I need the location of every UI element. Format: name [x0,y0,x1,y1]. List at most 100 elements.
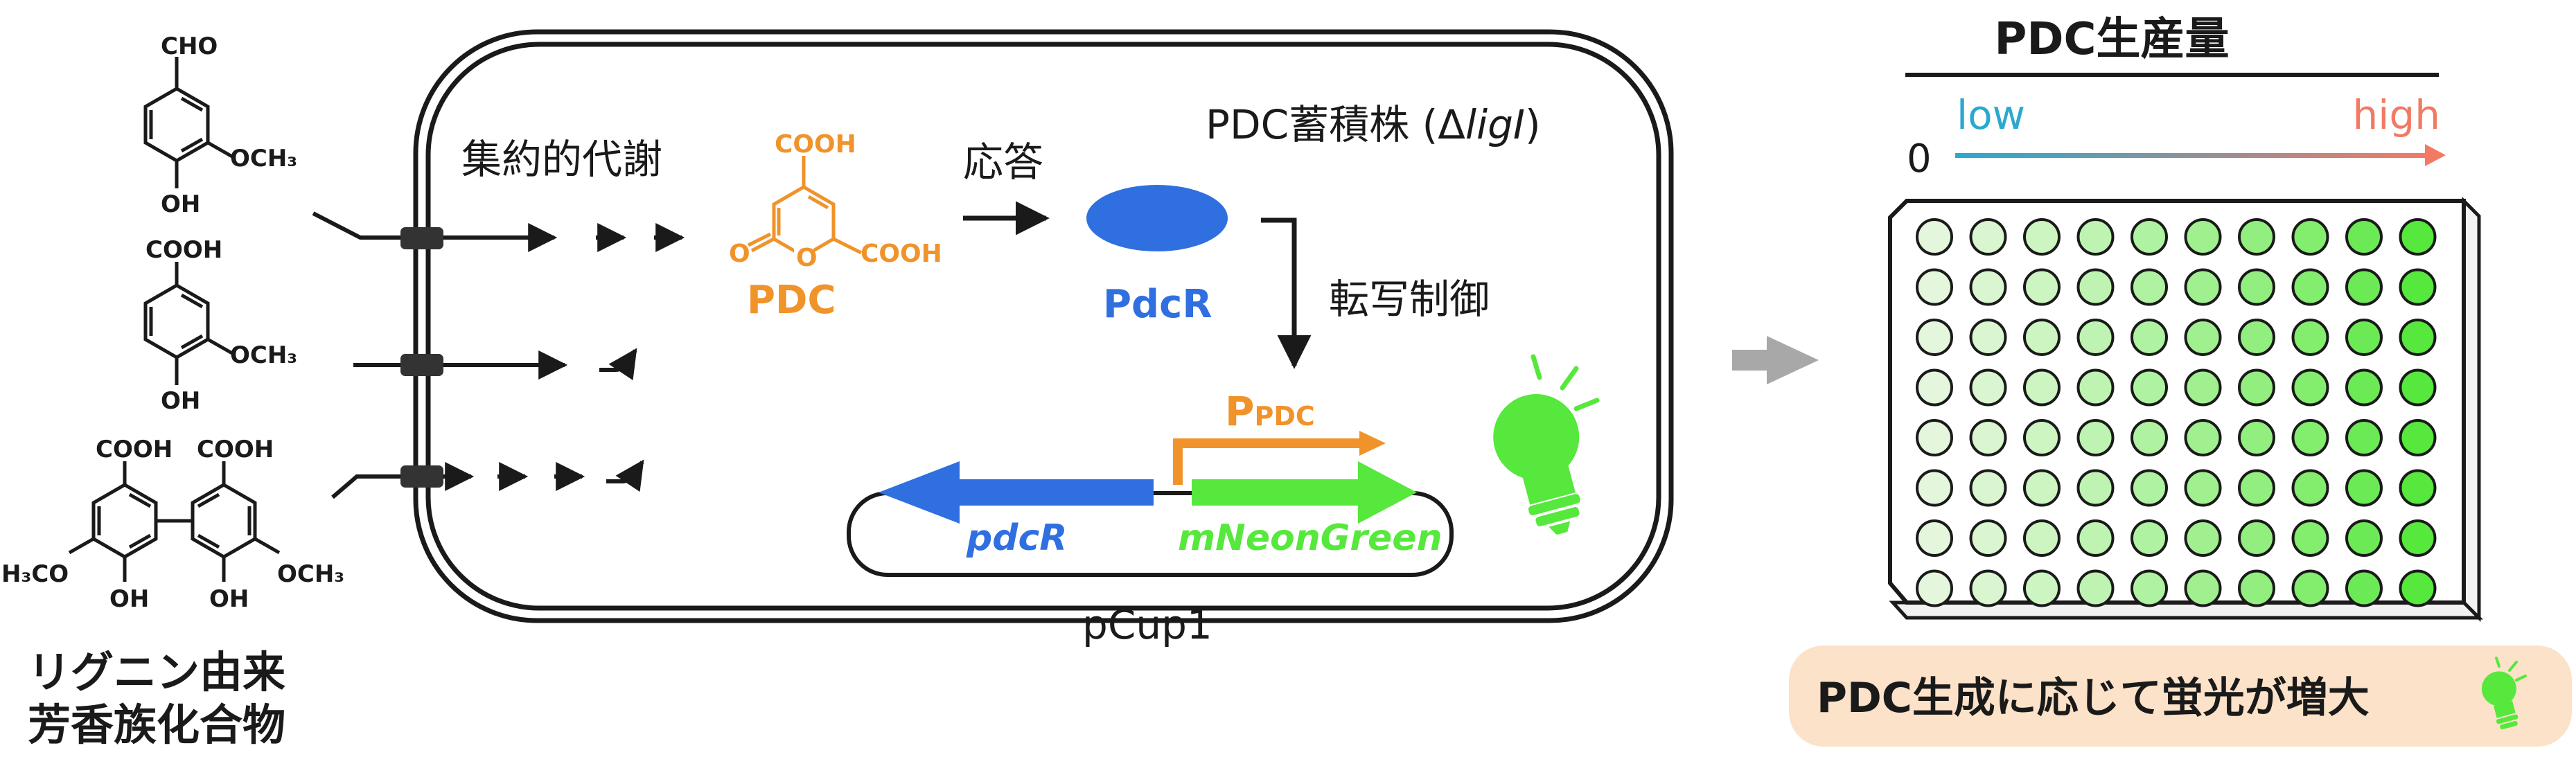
plate-well [2238,419,2275,456]
plate-well [2076,319,2115,356]
transporter-3 [400,465,443,488]
plate-well [1969,218,2007,256]
plate-well [1969,319,2007,356]
plate-well [1916,218,1953,256]
plate-well [2184,569,2222,607]
plate-well [2345,319,2383,356]
bulb-glow-rays [1530,354,1600,411]
plate-well [2023,368,2061,407]
plasmid-label: pCup1 [1082,601,1212,648]
plate-well [1916,519,1953,557]
dimer-h3co-label: H₃CO [1,560,69,588]
transporter-1 [400,227,443,249]
plate-well [2399,268,2437,306]
pdc-ring-oxygen: O [796,244,818,272]
metabolism-label: 集約的代謝 [461,136,662,183]
plate-well [2345,519,2383,557]
plate-well [2184,519,2222,557]
pdc-ketone-oxygen: O [729,240,750,268]
pdc-label: PDC [747,278,836,323]
plate-well [1916,268,1953,306]
dimer-och3-label: OCH₃ [277,560,344,588]
vanillic-acid-structure [143,262,233,385]
lignin-compound-labels: CHO OCH₃ OH COOH OCH₃ OH COOH COOH H₃CO … [1,33,344,613]
lignin-caption-line2: 芳香族化合物 [28,700,285,750]
plate-well [2399,469,2437,507]
plate-well [2184,319,2222,356]
pdc-structure [747,156,863,258]
plate-well [2238,469,2275,507]
plate-well [2184,218,2222,256]
biphenyl-dimer-structure [68,461,281,582]
plate-well [2238,268,2275,306]
vanillin-structure [143,57,233,188]
promoter-arrow-head [1359,431,1386,456]
plate-well [2023,268,2061,306]
plate-well [2076,218,2115,256]
plate-side [2462,196,2481,623]
cell-outer-membrane [413,29,1674,623]
plate-wells [1916,218,2437,607]
dimer-cooh-left-label: COOH [96,436,173,463]
mneongreen-gene-label: mNeonGreen [1178,517,1443,559]
plate-well [2023,569,2061,607]
plate-well [2076,268,2115,306]
scale-low-label: low [1957,91,2025,139]
plate-well [2345,569,2383,607]
plate-well [1916,419,1953,456]
plate-well [2291,319,2329,356]
caption-bulb-rays [2495,657,2527,682]
transcription-control-arrow [1261,217,1312,369]
scale-high-label: high [2353,91,2440,139]
plate-well [1916,469,1953,507]
plate-well [2023,469,2061,507]
well-plate [1888,196,2484,623]
plate-well [2076,519,2115,557]
plate-well [1969,268,2007,306]
plate-well [1969,419,2007,456]
plate-well [2238,319,2275,356]
pdcr-gene-arrow [879,461,1154,524]
plate-well [2131,469,2168,507]
result-caption: PDC生成に応じて蛍光が増大 [1817,674,2370,722]
vanillic-och3-label: OCH₃ [230,341,297,369]
strain-label: PDC蓄積株 (ΔligI) [1206,101,1541,148]
plate-well [2076,469,2115,507]
production-title: PDC生産量 [1995,14,2230,65]
plate-well [2184,419,2222,456]
plate-well [2023,319,2061,356]
plate-well [2131,519,2168,557]
plate-well [1969,469,2007,507]
transporter-2 [400,354,443,376]
plate-well [2184,368,2222,407]
lignin-caption-line1: リグニン由来 [28,647,285,697]
vanillic-cooh-label: COOH [145,236,222,264]
fluorescence-bulb-icon [1493,394,1580,535]
plate-well [2291,519,2329,557]
plate-well [2076,368,2115,407]
pdc-ring-oxygen-mask [794,247,813,267]
scale-arrow-head [2425,144,2446,166]
plate-well [2131,268,2168,306]
plate-well [2345,469,2383,507]
plate-well [2399,319,2437,356]
dimer-oh-left-label: OH [109,585,149,613]
pdcr-protein-label: PdcR [1103,282,1212,327]
scale-gradient-bar [1955,153,2428,158]
pdc-cooh-right: COOH [861,240,942,268]
plate-well [2291,569,2329,607]
result-caption-box [1789,645,2572,747]
plate-well [1969,569,2007,607]
scale-zero-label: 0 [1907,136,1932,181]
transition-arrow [1732,336,1819,384]
pdcr-protein [1086,185,1228,251]
plate-well [2023,519,2061,557]
plate-well [2291,419,2329,456]
vanillin-cho-label: CHO [161,33,218,60]
plate-well [2399,519,2437,557]
plate-well [2399,419,2437,456]
caption-bulb-icon [2481,671,2518,730]
dimer-cooh-right-label: COOH [197,436,274,463]
promoter-arrow [1173,438,1365,485]
pdcr-gene-label: pdcR [966,517,1067,559]
